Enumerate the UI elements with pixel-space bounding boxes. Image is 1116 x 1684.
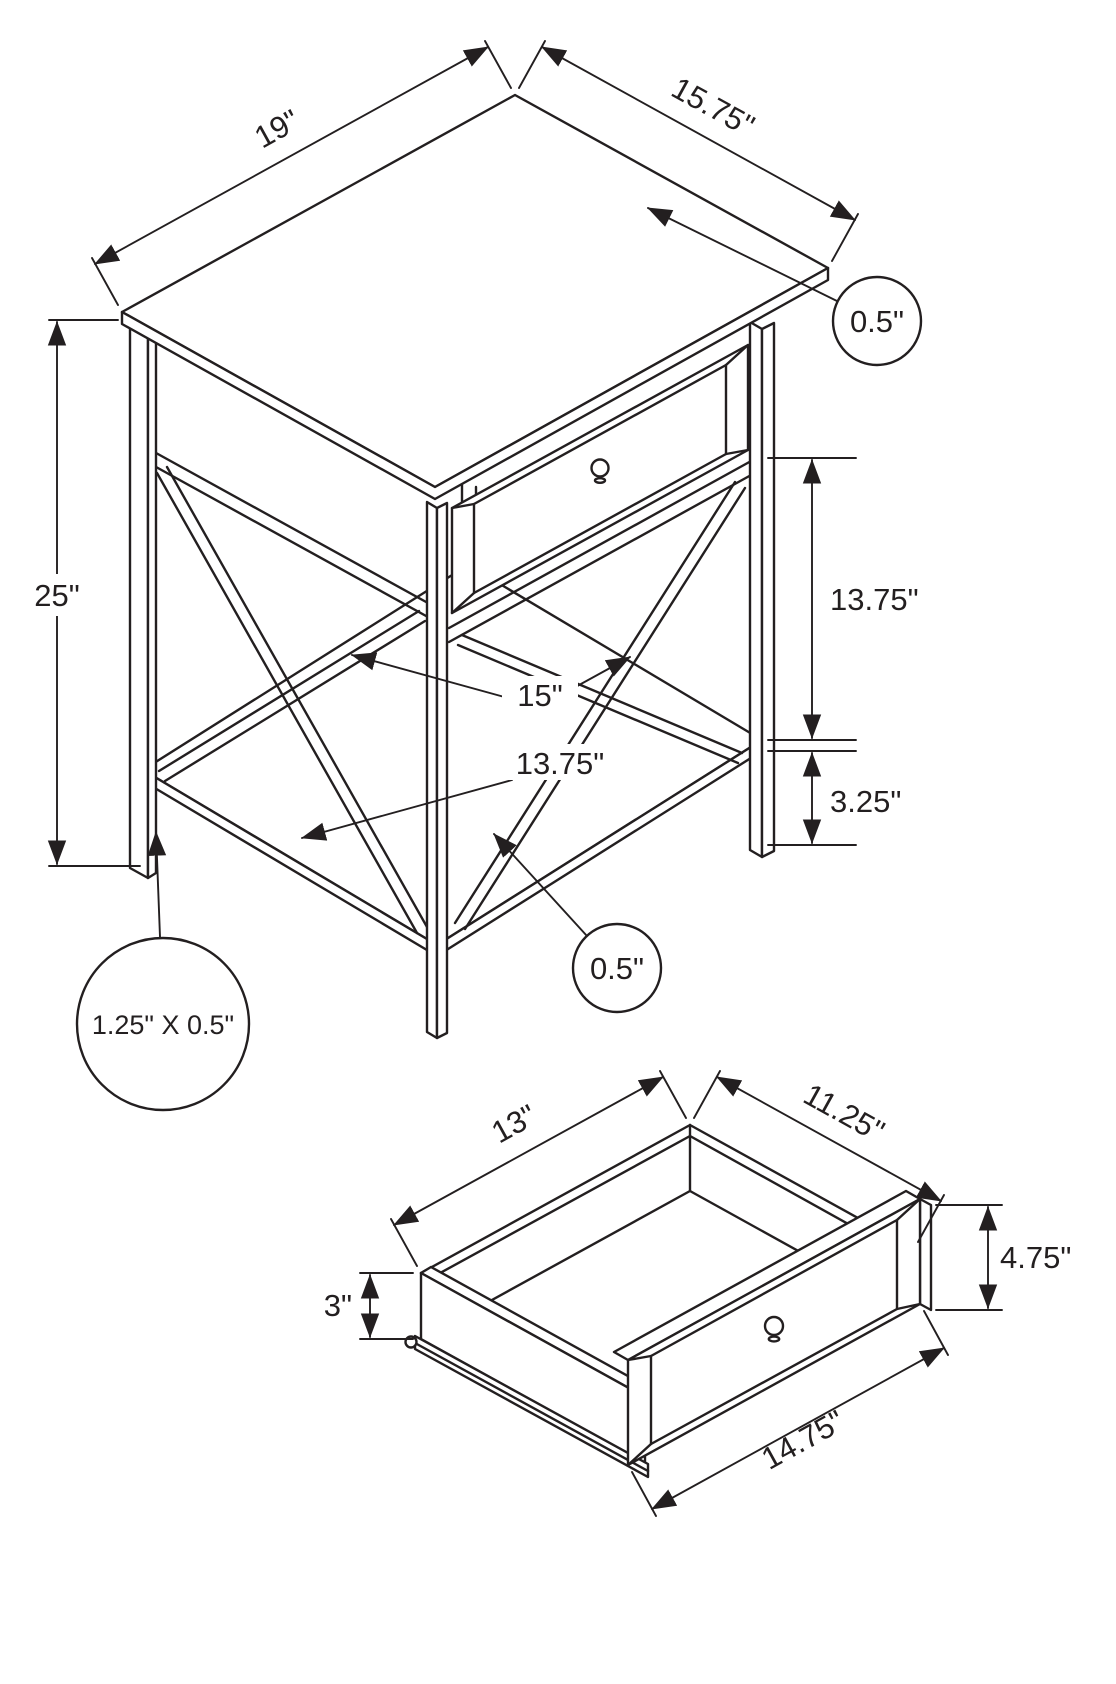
dim-brace: 15" [351, 652, 631, 713]
callout-leg-size: 1.25" X 0.5" [75, 830, 251, 1112]
table-right-leg [748, 320, 776, 859]
drawer-glide-rail [404, 1334, 650, 1479]
apron-left [145, 446, 439, 624]
dim-inner-depth-label: 13" [486, 1098, 543, 1151]
dim-top-width-label: 15.75" [666, 70, 760, 143]
dim-height-label: 25" [34, 578, 80, 613]
dim-shelf-depth: 13.75" [301, 744, 624, 841]
dim-top-thickness-label: 0.5" [850, 304, 904, 339]
dim-side-height: 3" [324, 1272, 414, 1340]
drawer-knob [590, 458, 610, 478]
dim-inner-width-label: 11.25" [798, 1077, 890, 1149]
dim-top-depth-label: 19" [249, 102, 306, 155]
callout-top-thickness: 0.5" [647, 207, 923, 367]
dim-shelf-clearance-label: 3.25" [830, 784, 901, 819]
dim-front-width-label: 14.75" [756, 1403, 850, 1476]
table-front-leg [425, 500, 449, 1040]
dim-side-height-label: 3" [324, 1288, 352, 1323]
dim-brace-label: 15" [517, 678, 563, 713]
drawer-knob-base [593, 477, 607, 485]
dim-opening-height: 13.75" [767, 457, 919, 741]
dim-front-height-label: 4.75" [1000, 1240, 1071, 1275]
drawer-front [450, 343, 750, 615]
x-brace-left [155, 465, 429, 935]
dim-height: 25" [18, 319, 141, 867]
dim-leg-label: 1.25" X 0.5" [92, 1010, 234, 1040]
dim-shelf-clearance: 3.25" [767, 750, 901, 846]
table-left-leg [128, 324, 158, 880]
drawer-view: 13" 11.25" 3" 4.75" 14.75" [324, 1070, 1071, 1517]
dim-front-height: 4.75" [935, 1204, 1071, 1311]
callout-shelf-thickness: 0.5" [493, 833, 663, 1014]
dim-opening-height-label: 13.75" [830, 582, 919, 617]
dim-shelf-thickness-label: 0.5" [590, 951, 644, 986]
drawer-panel-knob-base [767, 1335, 781, 1343]
rail-right [447, 453, 764, 644]
drawer-panel-knob [763, 1315, 785, 1337]
table-shelf [141, 563, 764, 958]
table-view: 19" 15.75" 0.5" 25" 13.75" 3.25" [18, 40, 923, 1112]
dim-shelf-depth-label: 13.75" [516, 746, 605, 781]
